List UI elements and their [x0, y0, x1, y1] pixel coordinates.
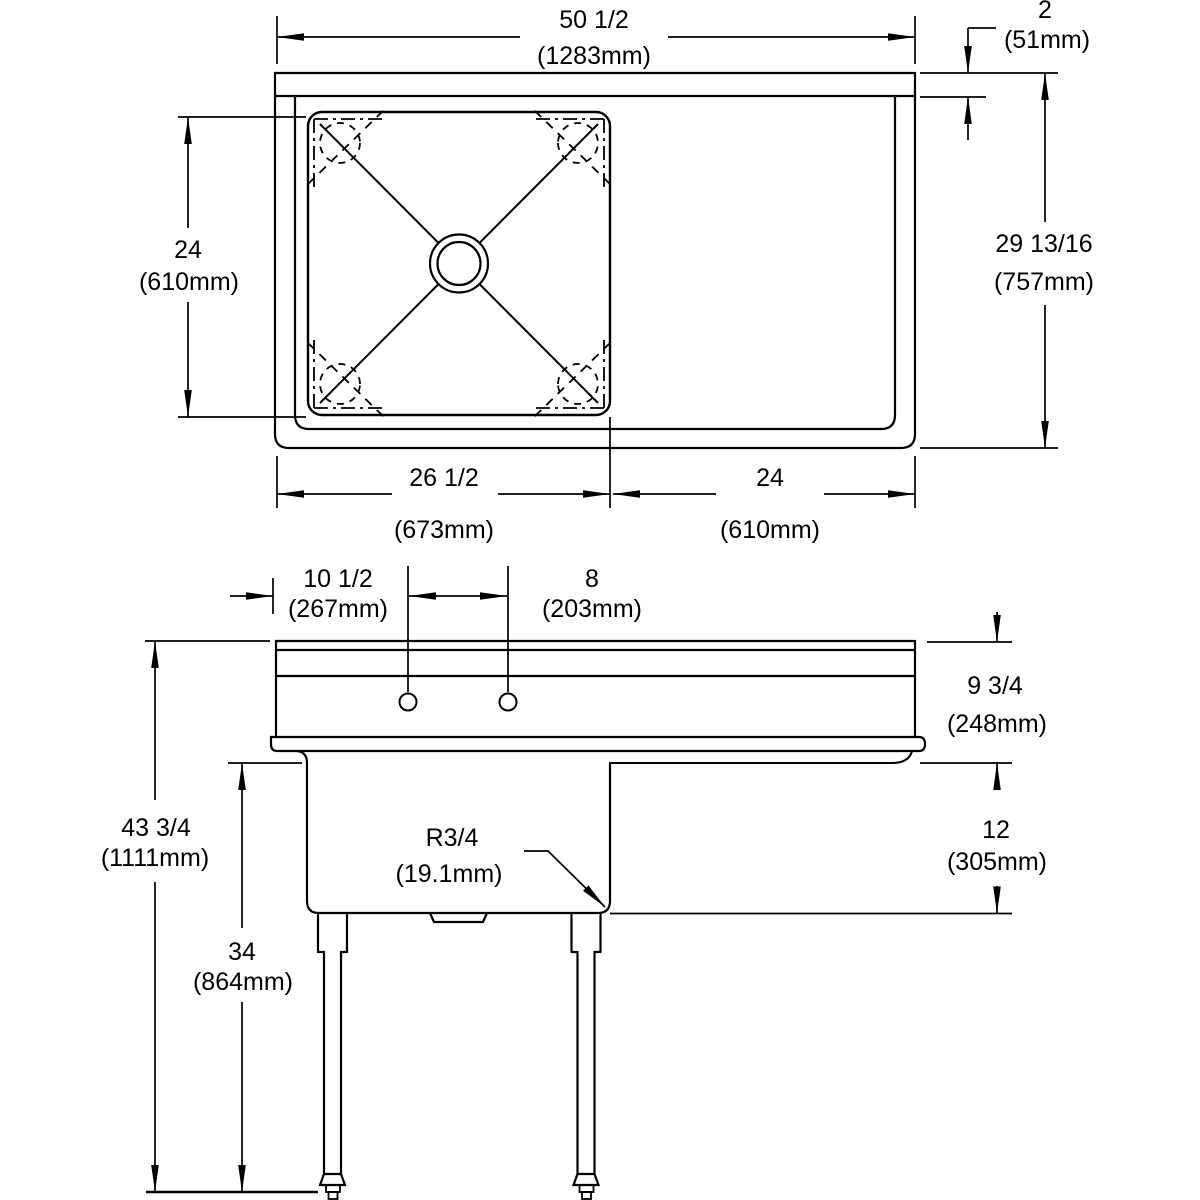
plan-sink-outline	[273, 71, 917, 450]
dim-right-heights: 9 3/4 (248mm) 12 (305mm)	[610, 612, 1047, 915]
faucet-hole-2	[498, 692, 518, 712]
dim-bowl-depth-mm: (305mm)	[947, 848, 1047, 876]
dim-overall-ftb-mm: (757mm)	[994, 268, 1094, 296]
dim-faucet-offset-in: 10 1/2	[303, 565, 373, 593]
dim-splash-to-board-mm: (248mm)	[947, 710, 1047, 738]
dim-bowl-ftb-mm: (610mm)	[139, 268, 239, 296]
dim-drainboard-width-mm: (610mm)	[720, 516, 820, 544]
faucet-hole-1	[398, 692, 418, 712]
drain-inner	[436, 240, 482, 287]
dim-splash-to-board-in: 9 3/4	[967, 672, 1023, 700]
plan-view: 50 1/2 (1283mm) 2 (51mm) 24 (610mm) 29	[139, 0, 1094, 544]
dim-faucet-spacing-mm: (203mm)	[542, 595, 642, 623]
dim-overall-height: 43 3/4 (1111mm)	[101, 640, 270, 1192]
dim-corner-radius: R3/4 (19.1mm)	[396, 824, 606, 908]
elev-drain-boss	[428, 911, 489, 924]
dim-overall-width: 50 1/2 (1283mm)	[276, 6, 916, 70]
dim-faucet-offset-mm: (267mm)	[288, 595, 388, 623]
dim-bowl-ftb-in: 24	[174, 236, 202, 264]
dim-faucet-spacing-in: 8	[585, 565, 599, 593]
dim-overall-height-mm: (1111mm)	[101, 844, 209, 872]
dim-overall-ftb-in: 29 13/16	[995, 230, 1092, 258]
dim-drainboard-width-in: 24	[756, 464, 784, 492]
faucet-hole-ext-lines	[407, 566, 509, 692]
dim-overall-front-to-back: 29 13/16 (757mm)	[920, 73, 1094, 449]
dim-floor-to-rim: 34 (864mm)	[193, 762, 302, 1192]
elev-bowl	[295, 749, 612, 915]
dim-bowl-width-in: 26 1/2	[409, 464, 479, 492]
dim-overall-width-in: 50 1/2	[559, 6, 629, 34]
dim-corner-radius-in: R3/4	[426, 824, 479, 852]
dim-corner-radius-mm: (19.1mm)	[396, 860, 503, 888]
plan-bowl	[306, 110, 612, 417]
dim-overall-height-in: 43 3/4	[121, 814, 191, 842]
elev-body-outline	[274, 639, 917, 739]
elev-drainboard-underside	[609, 750, 913, 764]
dim-floor-to-rim-in: 34	[228, 938, 256, 966]
elev-splash-lines	[274, 648, 917, 678]
leg-right	[570, 913, 602, 1200]
dim-bowl-width-mm: (673mm)	[394, 516, 494, 544]
dim-bowl-front-to-back: 24 (610mm)	[139, 116, 306, 418]
plan-interior-outline	[293, 94, 897, 431]
leg-left	[316, 913, 349, 1200]
dim-bottom-widths: 26 1/2 (673mm) 24 (610mm)	[276, 417, 916, 544]
dim-bowl-depth-in: 12	[982, 816, 1010, 844]
dim-overall-width-mm: (1283mm)	[537, 42, 651, 70]
elevation-view: 10 1/2 (267mm) 8 (203mm) 43 3/4 (1111mm)…	[101, 565, 1047, 1200]
dim-faucet-holes: 10 1/2 (267mm) 8 (203mm)	[230, 565, 642, 623]
dim-splash-thickness-mm: (51mm)	[1004, 26, 1090, 54]
dim-splash-thickness: 2 (51mm)	[920, 0, 1090, 140]
dim-splash-thickness-in: 2	[1038, 0, 1052, 24]
dim-floor-to-rim-mm: (864mm)	[193, 968, 293, 996]
drain-outer	[428, 233, 490, 294]
elev-rim	[269, 735, 927, 753]
